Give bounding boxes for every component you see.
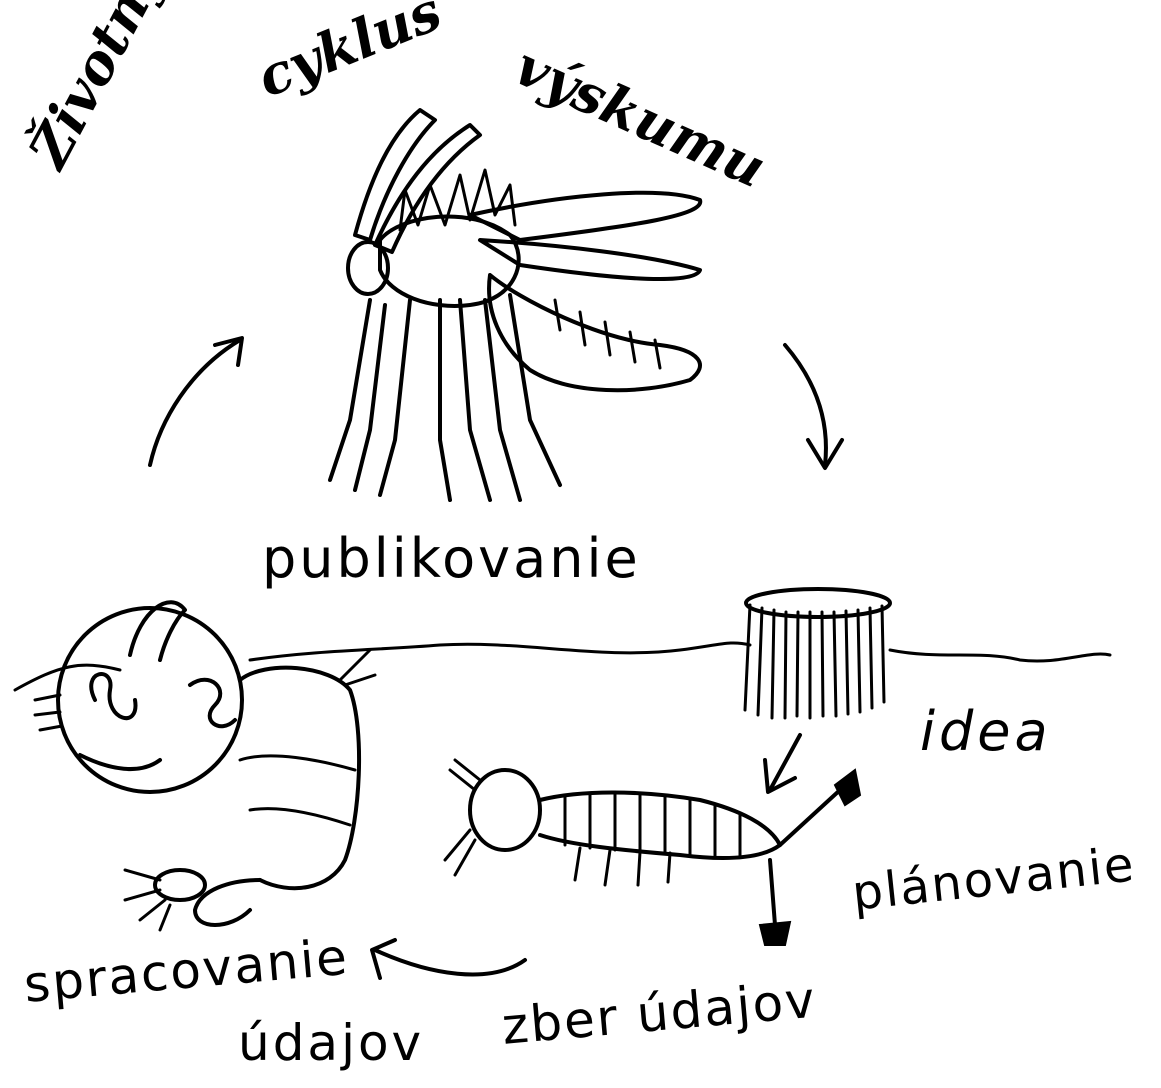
water-surface-line <box>15 643 1110 690</box>
cycle-arrow-up-left <box>150 338 242 465</box>
stage-label-idea: idea <box>920 705 1052 759</box>
mosquito-illustration <box>330 110 700 500</box>
larva-illustration <box>445 760 860 945</box>
egg-raft-illustration <box>745 589 890 718</box>
stage-label-publikovanie: publikovanie <box>262 532 641 586</box>
arrow-to-larva <box>765 735 800 792</box>
cycle-arrow-down-right <box>785 345 842 468</box>
arrow-to-spracovanie <box>372 940 525 978</box>
stage-label-udajov: údajov <box>238 1018 424 1068</box>
